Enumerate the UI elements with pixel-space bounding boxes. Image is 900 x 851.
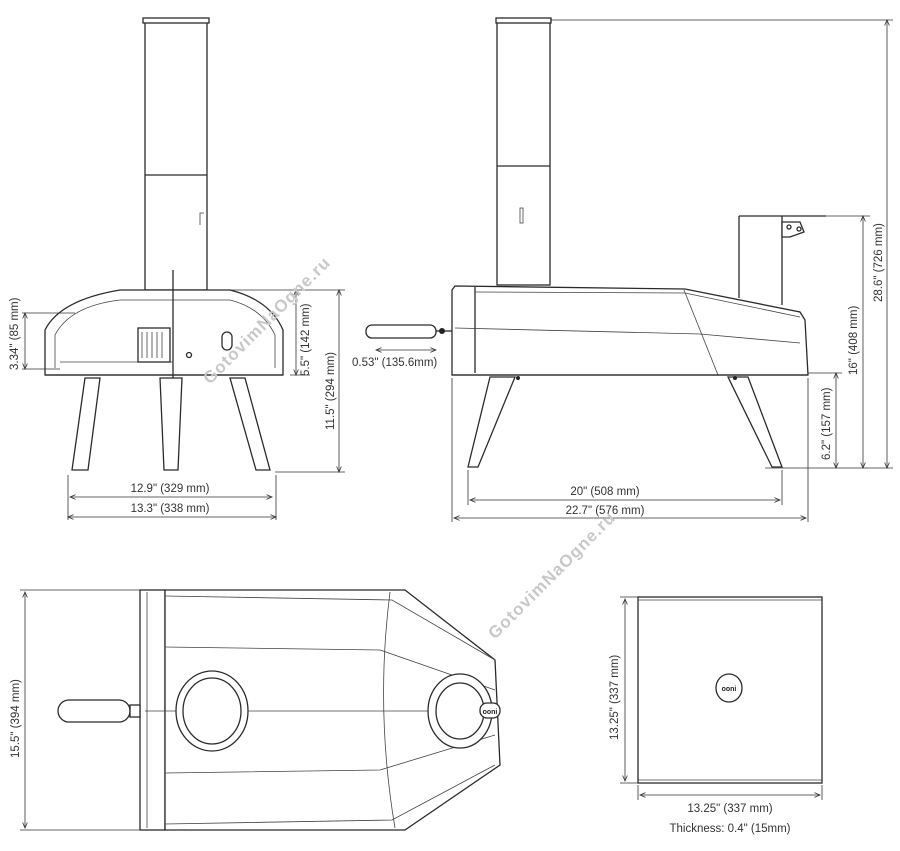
dim-opening-height: 3.34" (85 mm) — [9, 297, 21, 370]
oven-body — [44, 270, 284, 440]
front-dimensions: 3.34" (85 mm) 5.5" (142 mm) 11.5" (294 m… — [9, 290, 345, 520]
dim-leg-height: 6.2" (157 mm) — [821, 387, 833, 460]
chimney — [142, 17, 210, 291]
ooni-logo: ooni — [483, 709, 498, 716]
watermark: GotovimNaOgne.ru — [484, 508, 619, 643]
dim-height: 13.25" (337 mm) — [609, 655, 621, 740]
stone-board: ooni 13.25" (337 mm) 13.25" (337 mm) Thi… — [609, 596, 823, 835]
dim-length: 22.7" (576 mm) — [566, 505, 645, 517]
dim-shelf-height: 16" (408 mm) — [848, 306, 860, 375]
dim-leg-span: 20" (508 mm) — [570, 486, 639, 498]
top-view: ooni 15.5" (394 mm) — [10, 589, 501, 831]
dim-width: 13.3" (338 mm) — [131, 503, 210, 515]
oven-body — [451, 285, 809, 376]
dim-handle: 0.53" (135.6mm) — [352, 357, 437, 369]
handle — [57, 699, 141, 723]
dim-width: 13.25" (337 mm) — [687, 803, 772, 815]
dim-total-height: 11.5" (294 mm) — [325, 352, 337, 430]
side-legs — [467, 376, 783, 468]
side-view: 0.53" (135.6mm) 6.2" (157 mm) 16" (408 m… — [352, 17, 893, 522]
dim-width: 15.5" (394 mm) — [10, 679, 22, 758]
thickness-label: Thickness: 0.4" (15mm) — [669, 823, 790, 835]
handle — [365, 324, 452, 339]
side-dimensions: 0.53" (135.6mm) 6.2" (157 mm) 16" (408 m… — [352, 20, 893, 522]
front-view: 3.34" (85 mm) 5.5" (142 mm) 11.5" (294 m… — [9, 17, 345, 520]
dim-leg-span: 12.9" (329 mm) — [131, 483, 210, 495]
dim-overall-height: 28.6" (726 mm) — [873, 223, 885, 302]
chimney — [495, 17, 552, 286]
dim-body-height: 5.5" (142 mm) — [300, 303, 312, 376]
shelf — [738, 215, 826, 305]
front-legs — [71, 377, 271, 471]
ooni-logo: ooni — [722, 686, 737, 693]
